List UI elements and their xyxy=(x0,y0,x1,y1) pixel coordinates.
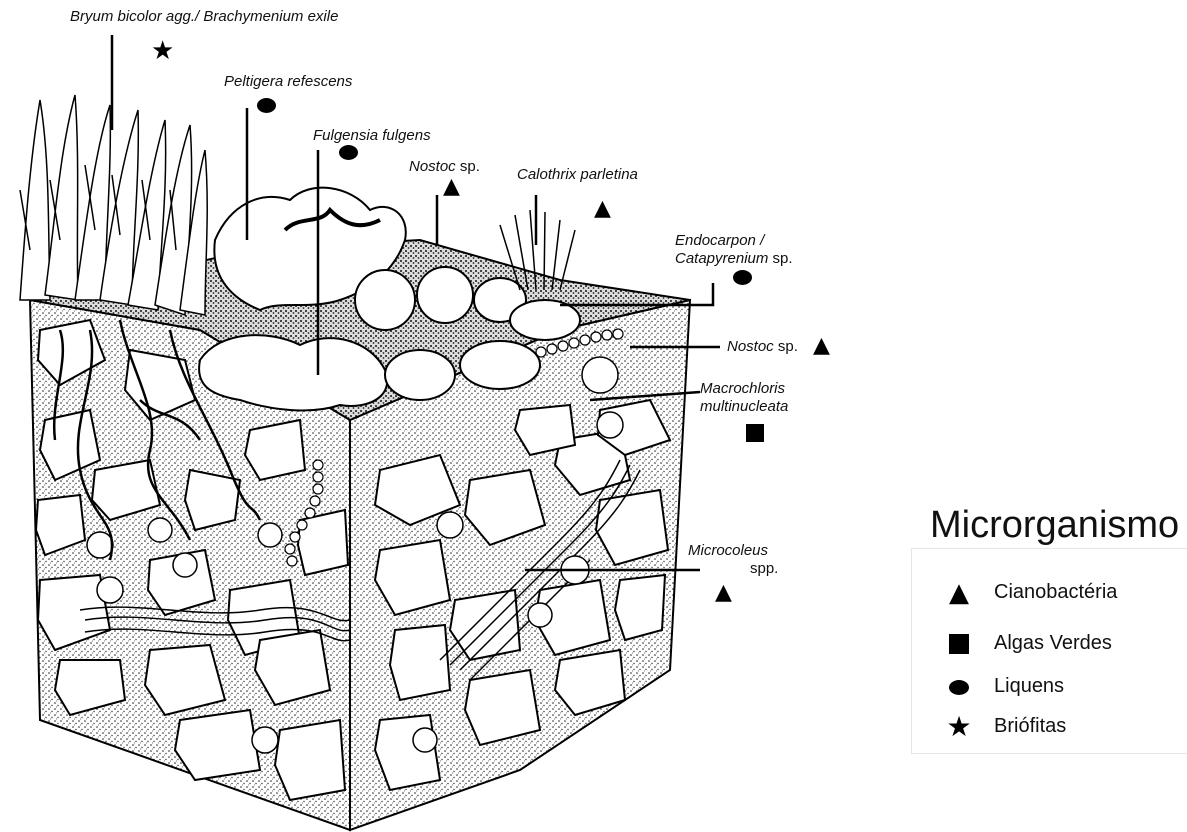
label-endocarpon-suffix: sp. xyxy=(768,250,792,267)
label-endocarpon-line1: Endocarpon / xyxy=(675,232,764,250)
label-nostoc-mid-genus: Nostoc xyxy=(727,338,774,355)
triangle-icon: ▲ xyxy=(594,198,611,220)
legend-label: Algas Verdes xyxy=(994,631,1112,655)
legend-label: Briófitas xyxy=(994,714,1066,738)
square-icon xyxy=(746,424,764,442)
label-macrochloris-line2: multinucleata xyxy=(700,398,788,416)
label-peltigera: Peltigera refescens xyxy=(224,73,352,91)
legend-label: Cianobactéria xyxy=(994,580,1117,604)
label-endocarpon-genus: Catapyrenium xyxy=(675,250,768,267)
label-bryum: Bryum bicolor agg./ Brachymenium exile xyxy=(70,8,338,26)
label-endocarpon-line2: Catapyrenium sp. xyxy=(675,250,793,268)
ellipse-icon xyxy=(257,98,276,113)
label-nostoc-top-genus: Nostoc xyxy=(409,158,456,175)
label-microcoleus-line1: Microcoleus xyxy=(688,542,768,560)
legend-label: Liquens xyxy=(994,674,1064,698)
star-icon: ★ xyxy=(151,38,174,64)
legend: ▲ Cianobactéria Algas Verdes Liquens ★ B… xyxy=(911,548,1187,754)
legend-title: Microrganismo xyxy=(930,503,1179,547)
label-nostoc-mid: Nostoc sp. xyxy=(727,338,798,356)
ellipse-icon xyxy=(339,145,358,160)
triangle-icon: ▲ xyxy=(813,335,830,357)
label-nostoc-mid-suffix: sp. xyxy=(774,338,798,355)
legend-item-algas-verdes: Algas Verdes xyxy=(912,628,1187,658)
soil-block xyxy=(30,240,690,830)
lichen-thalli xyxy=(199,188,580,411)
label-microcoleus-line2: spp. xyxy=(750,560,778,578)
ellipse-icon xyxy=(946,675,972,699)
triangle-icon: ▲ xyxy=(443,176,460,198)
ellipse-icon xyxy=(733,270,752,285)
legend-item-cianobacteria: ▲ Cianobactéria xyxy=(912,577,1187,607)
label-macrochloris-line1: Macrochloris xyxy=(700,380,785,398)
legend-item-liquens: Liquens xyxy=(912,671,1187,701)
moss-plants xyxy=(20,95,207,315)
label-nostoc-top-suffix: sp. xyxy=(456,158,480,175)
label-fulgensia: Fulgensia fulgens xyxy=(313,127,431,145)
star-icon: ★ xyxy=(946,715,972,739)
label-calothrix: Calothrix parletina xyxy=(517,166,638,184)
square-icon xyxy=(946,632,972,656)
triangle-icon: ▲ xyxy=(715,582,732,604)
triangle-icon: ▲ xyxy=(946,581,972,605)
legend-item-briofitas: ★ Briófitas xyxy=(912,711,1187,741)
